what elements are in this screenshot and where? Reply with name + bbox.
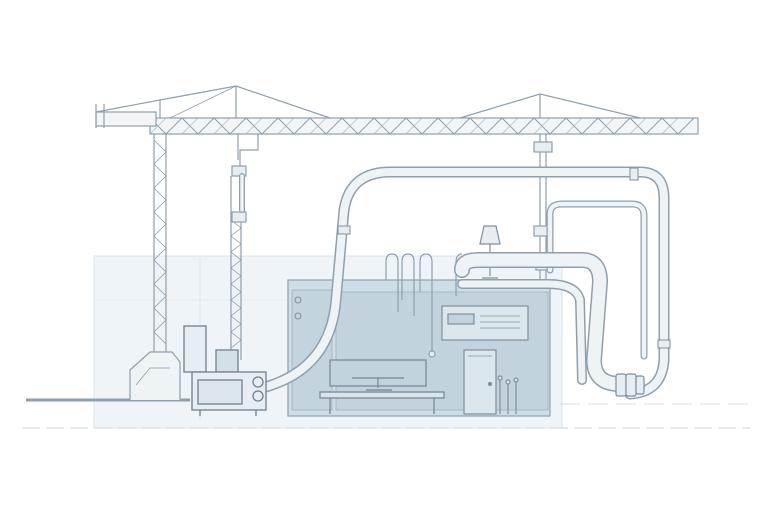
- crane-mast: [153, 134, 167, 352]
- control-panel: [441, 305, 529, 341]
- crane-base: [129, 351, 181, 400]
- radiator-coils: [385, 253, 463, 358]
- pipe-coupling: [615, 373, 645, 397]
- table: [319, 391, 445, 414]
- pipe-system: [239, 166, 671, 400]
- lamp: [479, 225, 501, 279]
- television: [329, 359, 427, 391]
- crane-apex-left: [95, 85, 331, 119]
- generator-unit: [183, 325, 267, 416]
- crane-apex-right: [459, 93, 641, 119]
- door: [463, 349, 519, 415]
